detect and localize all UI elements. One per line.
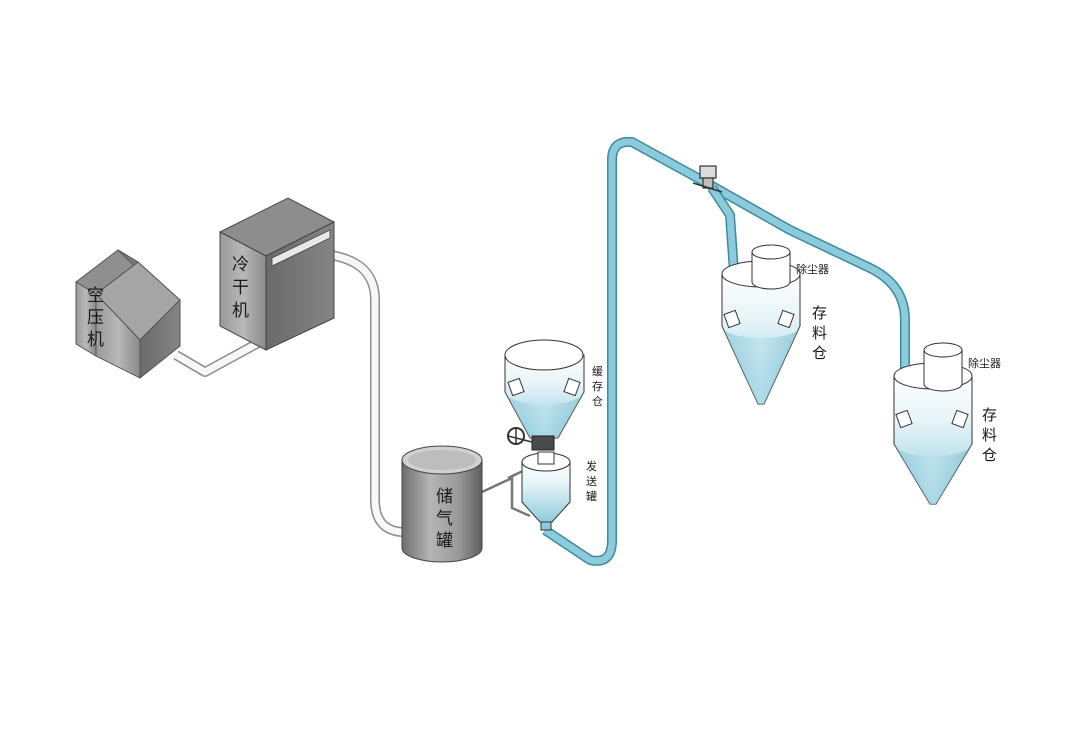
label-storage-bin-2-b: 料 <box>982 426 997 444</box>
label-dryer-3: 机 <box>232 301 249 321</box>
label-dryer-2: 干 <box>232 278 249 298</box>
dust-collector-2: 除尘器 <box>923 342 1001 392</box>
label-storage-bin-1-a: 存 <box>812 304 827 322</box>
pipe-tank-to-sendtank <box>481 476 531 518</box>
label-send-tank-3: 罐 <box>586 490 597 503</box>
buffer-bin: 缓 存 仓 <box>504 339 603 439</box>
label-storage-bin-1-c: 仓 <box>812 344 827 362</box>
label-storage-bin-2-a: 存 <box>982 406 997 424</box>
label-air-tank-1: 储 <box>436 487 453 507</box>
label-dryer-1: 冷 <box>232 255 249 275</box>
bracket-icon <box>895 409 913 429</box>
label-dust-collector-2: 除尘器 <box>968 356 1001 370</box>
bracket-icon <box>777 309 795 329</box>
label-buffer-bin-2: 存 <box>592 379 603 393</box>
label-air-tank-3: 罐 <box>436 531 453 551</box>
label-send-tank-2: 送 <box>586 474 597 488</box>
dust-collector-1: 除尘器 <box>751 244 829 290</box>
bracket-icon <box>563 377 581 397</box>
label-storage-bin-1-b: 料 <box>812 324 827 342</box>
label-air-tank-2: 气 <box>436 509 453 529</box>
feed-valve-icon <box>507 427 555 451</box>
label-storage-bin-2-c: 仓 <box>982 446 997 464</box>
label-air-compressor-1: 空 <box>87 286 104 306</box>
bracket-icon <box>507 377 525 397</box>
air-storage-tank: 储 气 罐 <box>401 445 483 563</box>
label-dust-collector-1: 除尘器 <box>796 262 829 276</box>
storage-bin-2: 存 料 仓 <box>893 362 997 505</box>
label-air-compressor-2: 压 <box>87 308 104 328</box>
label-buffer-bin-1: 缓 <box>592 365 603 378</box>
pipe-dryer-to-tank <box>329 250 403 537</box>
label-send-tank-1: 发 <box>586 459 597 473</box>
label-buffer-bin-3: 仓 <box>592 394 603 408</box>
air-compressor: 空 压 机 <box>75 249 181 380</box>
label-air-compressor-3: 机 <box>87 330 104 350</box>
diverter-valve-icon <box>692 165 723 193</box>
bracket-icon <box>951 409 969 429</box>
refrigerated-dryer: 冷 干 机 <box>218 197 336 351</box>
bracket-icon <box>723 309 741 329</box>
send-tank: 发 送 罐 <box>521 451 597 531</box>
